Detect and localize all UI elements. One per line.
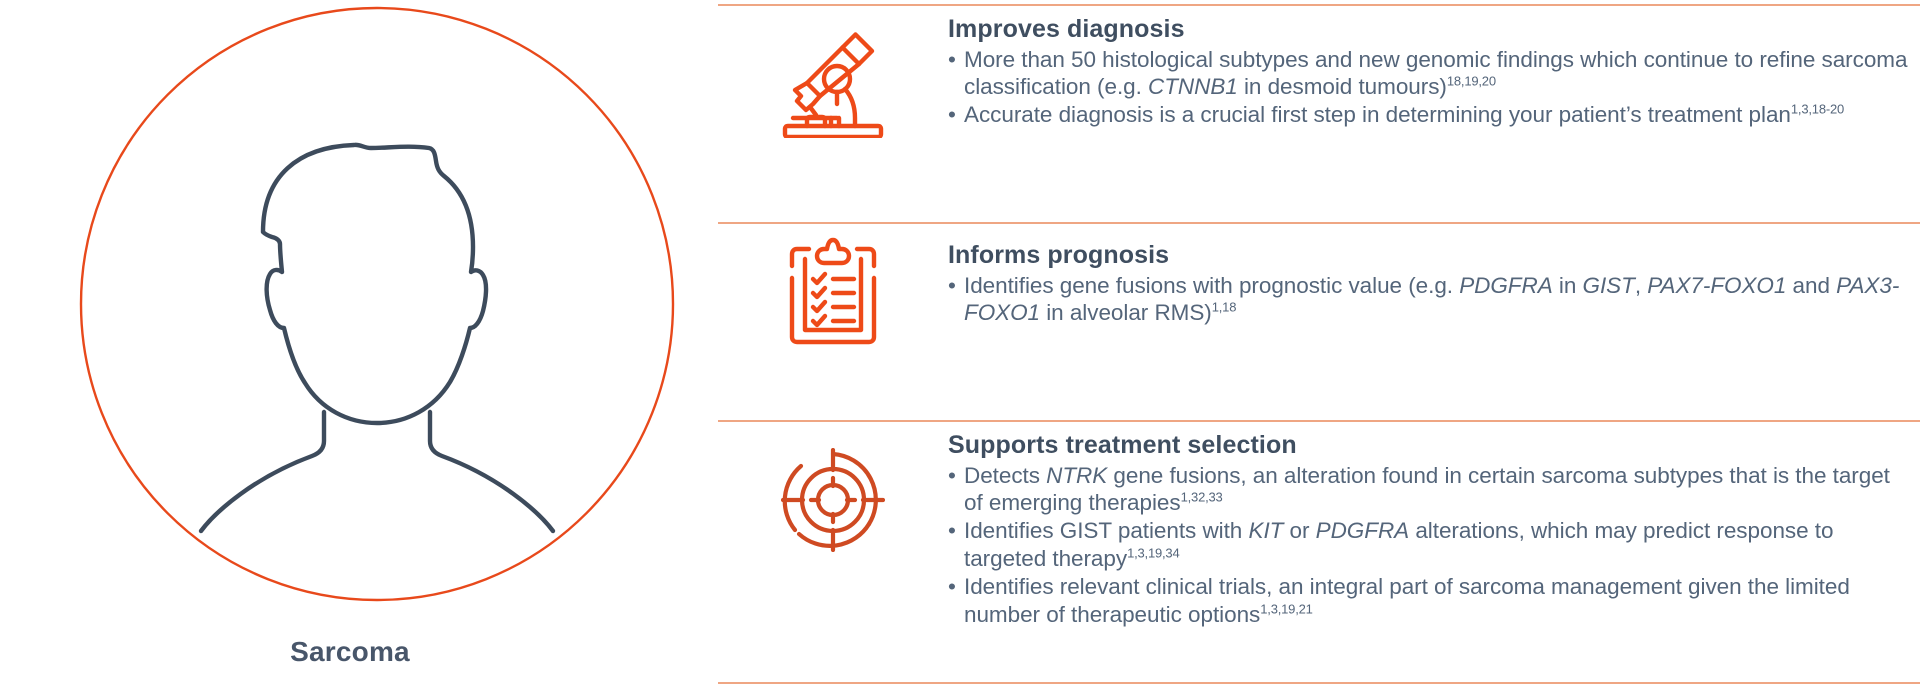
avatar-circle [79,6,675,602]
divider-2 [718,420,1920,422]
bullet-list: More than 50 histological subtypes and n… [948,46,1914,130]
bullet-item: Identifies GIST patients with KIT or PDG… [948,517,1914,572]
section-heading: Informs prognosis [948,241,1170,269]
target-icon [718,430,948,552]
person-silhouette-icon [198,142,556,534]
bullet-item: Identifies gene fusions with prognostic … [948,272,1914,327]
section-text: Supports treatment selection Detects NTR… [948,430,1920,629]
section-heading: Improves diagnosis [948,15,1185,43]
bullet-item: Accurate diagnosis is a crucial first st… [948,101,1914,129]
left-caption: Sarcoma [290,636,410,667]
bullet-list: Identifies gene fusions with prognostic … [948,272,1914,327]
right-panel: Improves diagnosis More than 50 histolog… [718,0,1920,690]
section-informs-prognosis: Informs prognosis Identifies gene fusion… [718,232,1920,346]
left-panel: Sarcoma [0,0,718,690]
section-text: Improves diagnosis More than 50 histolog… [948,14,1920,130]
section-improves-diagnosis: Improves diagnosis More than 50 histolog… [718,14,1920,138]
section-supports-treatment-selection: Supports treatment selection Detects NTR… [718,430,1920,629]
clipboard-checklist-icon [718,232,948,346]
bullet-item: Identifies relevant clinical trials, an … [948,573,1914,628]
section-heading: Supports treatment selection [948,431,1297,459]
divider-1 [718,222,1920,224]
divider-top [718,4,1920,6]
divider-bottom [718,682,1920,684]
bullet-list: Detects NTRK gene fusions, an alteration… [948,462,1914,629]
section-text: Informs prognosis Identifies gene fusion… [948,232,1920,327]
bullet-item: More than 50 histological subtypes and n… [948,46,1914,101]
bullet-item: Detects NTRK gene fusions, an alteration… [948,462,1914,517]
microscope-icon [718,14,948,138]
avatar [72,4,682,612]
